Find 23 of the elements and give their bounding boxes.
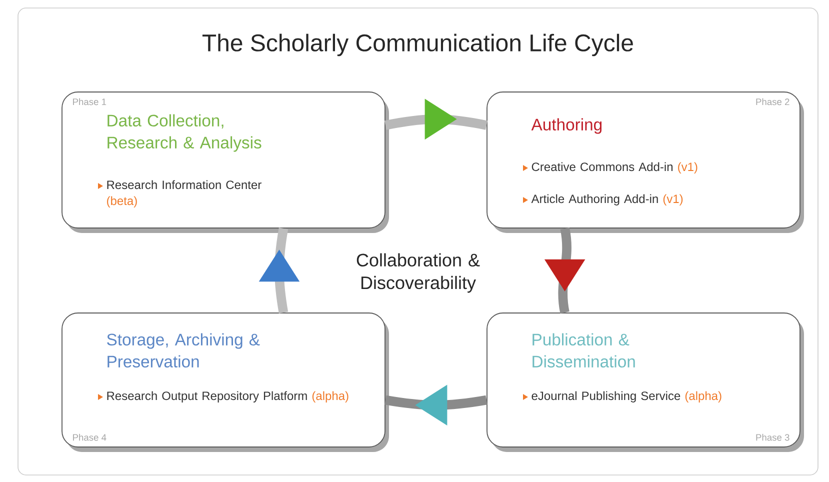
- card-heading: Storage, Archiving & Preservation: [107, 333, 260, 368]
- process-box: [486, 92, 804, 233]
- bullet-item: Research Information Center (beta): [107, 180, 262, 208]
- card-heading: Authoring: [531, 118, 602, 134]
- cycle-arrow: [258, 228, 300, 314]
- bullet-item: Creative Commons Add-in (v1): [532, 162, 698, 174]
- bullet-item: eJournal Publishing Service (alpha): [532, 391, 722, 402]
- cycle-arrow: [384, 384, 488, 426]
- card-heading: Data Collection, Research & Analysis: [108, 114, 262, 152]
- phase-label: Phase 4: [73, 434, 106, 441]
- center-label: Collaboration & Discoverability: [356, 253, 480, 293]
- card-heading: Publication & Dissemination: [532, 333, 635, 368]
- phase-label: Phase 3: [756, 434, 790, 441]
- bullet-item: Article Authoring Add-in (v1): [531, 194, 683, 206]
- process-box: [62, 312, 389, 452]
- cycle-arrow: [544, 228, 586, 314]
- bullet-item: Research Output Repository Platform (alpha): [107, 391, 348, 402]
- phase-label: Phase 2: [756, 98, 790, 106]
- process-box: [486, 312, 804, 452]
- phase-label: Phase 1: [73, 98, 106, 106]
- cycle-arrow: [384, 98, 488, 140]
- process-box: [62, 92, 389, 233]
- diagram-title: The Scholarly Communication Life Cycle: [202, 34, 633, 56]
